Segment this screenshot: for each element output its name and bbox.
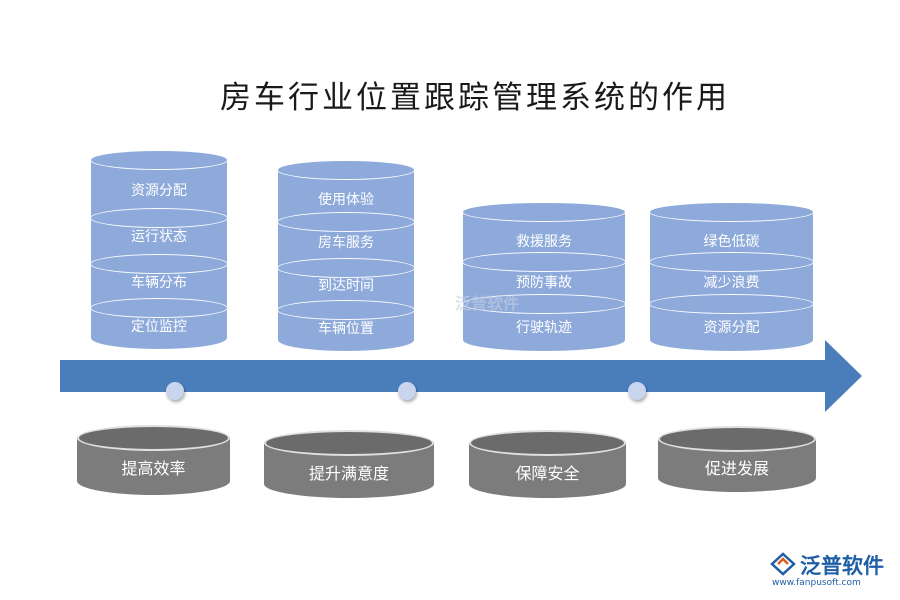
stack-4-label-2: 减少浪费: [703, 275, 760, 291]
stack-1-disk-4: 定位监控: [90, 298, 228, 350]
stack-2-label-2: 房车服务: [318, 235, 374, 251]
stack-3-label-3: 行驶轨迹: [516, 320, 572, 336]
outcome-2-label: 提升满意度: [308, 464, 389, 483]
outcome-1-label: 提高效率: [121, 459, 186, 478]
stack-3-label-2: 预防事故: [516, 275, 572, 291]
timeline-arrow-shape: [60, 340, 862, 412]
logo-url: www.fanpusoft.com: [772, 578, 861, 588]
timeline-dot-3: [628, 382, 646, 400]
stack-1-label-2: 运行状态: [131, 229, 187, 245]
timeline-dot-2: [398, 382, 416, 400]
stack-2-label-1: 使用体验: [318, 192, 374, 208]
stack-1: 资源分配 运行状态 车辆分布 定位监控: [90, 150, 228, 350]
outcome-2: 提升满意度: [264, 430, 434, 498]
stack-3: 救援服务 预防事故 行驶轨迹: [462, 202, 626, 352]
outcome-1: 提高效率: [77, 425, 230, 495]
page-title: 房车行业位置跟踪管理系统的作用: [220, 80, 730, 116]
logo-icon: [770, 552, 796, 576]
stack-2-disk-4: 车辆位置: [277, 300, 415, 352]
stack-2-label-3: 到达时间: [318, 278, 374, 294]
outcome-4-label: 促进发展: [704, 459, 769, 478]
stack-1-label-1: 资源分配: [131, 183, 187, 199]
logo-name: 泛普软件: [800, 554, 884, 578]
stack-3-disk-3: 行驶轨迹: [462, 294, 626, 352]
timeline-arrow: [60, 340, 862, 412]
stack-2: 使用体验 房车服务 到达时间 车辆位置: [277, 160, 415, 352]
stack-4: 绿色低碳 减少浪费 资源分配: [649, 202, 814, 352]
outcome-3-label: 保障安全: [515, 464, 580, 483]
stack-4-disk-3: 资源分配: [649, 294, 814, 352]
stack-4-label-1: 绿色低碳: [703, 234, 760, 250]
stack-3-label-1: 救援服务: [516, 234, 572, 250]
stack-1-label-4: 定位监控: [131, 319, 187, 335]
stack-2-label-4: 车辆位置: [318, 321, 374, 337]
timeline-dot-1: [166, 382, 184, 400]
outcome-3: 保障安全: [469, 430, 626, 498]
stack-1-label-3: 车辆分布: [131, 275, 187, 291]
outcome-4: 促进发展: [658, 426, 816, 492]
stack-4-label-3: 资源分配: [703, 320, 760, 336]
watermark: 泛普软件: [455, 294, 520, 313]
